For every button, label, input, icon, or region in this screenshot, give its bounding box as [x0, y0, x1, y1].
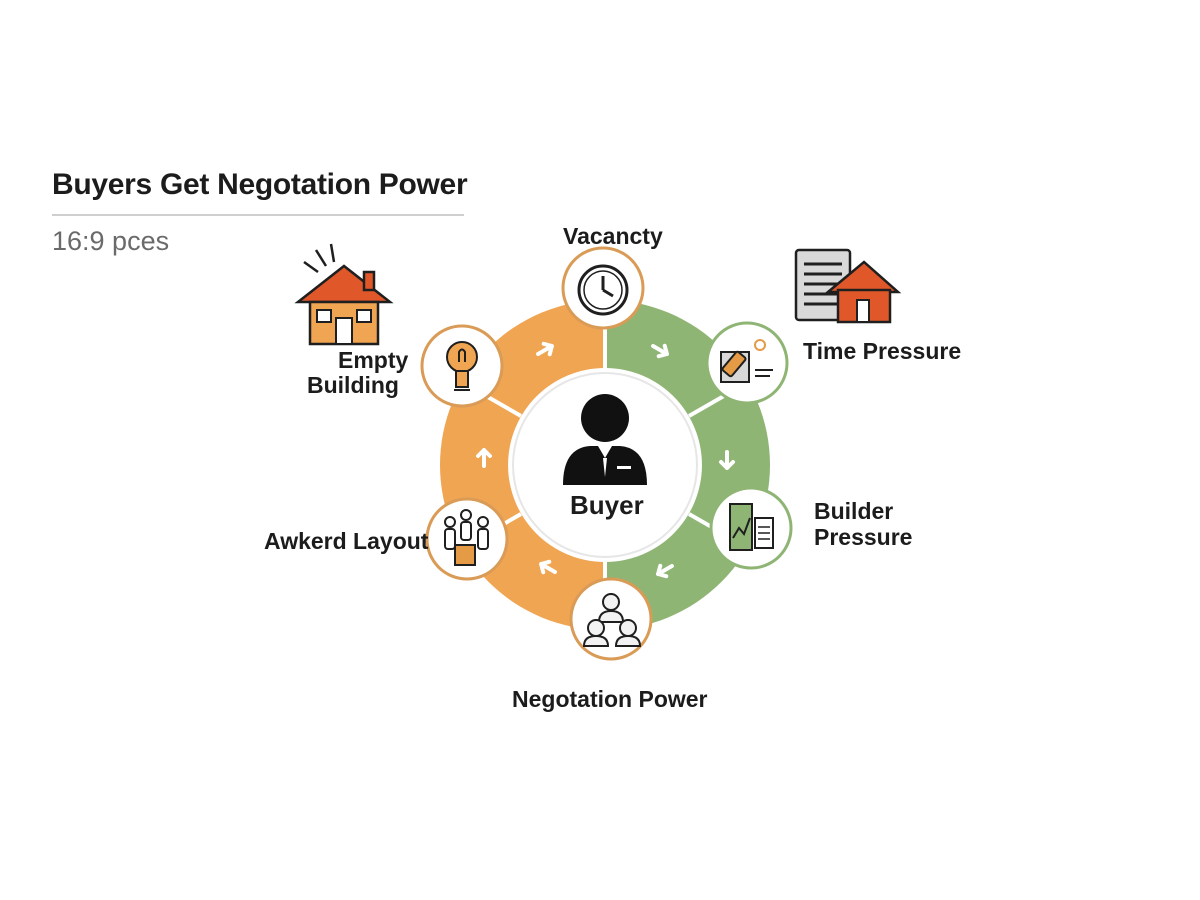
- chart-document-icon: [729, 503, 774, 551]
- node-builder-pressure: [709, 486, 793, 570]
- people-group-icon: [582, 593, 642, 647]
- label-awkward-layout: Awkerd Layout: [264, 528, 429, 554]
- buyer-icon: [563, 394, 647, 485]
- arrow-icon: [536, 341, 554, 357]
- node-vacancy: [561, 246, 645, 330]
- label-builder-pressure-line2: Pressure: [814, 524, 913, 550]
- label-vacancy: Vacancty: [563, 223, 663, 249]
- node-negotiation-power: [569, 577, 653, 661]
- ring-arrows: [476, 341, 735, 579]
- title-divider: [52, 214, 464, 216]
- people-box-icon: [444, 509, 489, 566]
- node-awkward-layout: [425, 497, 509, 581]
- arrow-icon: [651, 343, 669, 359]
- document-house-icon: [794, 248, 902, 324]
- lightbulb-icon: [446, 341, 478, 391]
- clock-icon: [577, 264, 629, 316]
- house-icon: [294, 243, 394, 346]
- label-empty-building-line2: Building: [307, 372, 399, 398]
- arrow-icon: [539, 559, 557, 575]
- node-empty-building: [420, 324, 504, 408]
- node-time-pressure: [705, 321, 789, 405]
- page-subtitle: 16:9 pces: [52, 226, 170, 256]
- label-negotiation-power: Negotation Power: [512, 686, 708, 712]
- label-builder-pressure-line1: Builder: [814, 498, 894, 524]
- page-title: Buyers Get Negotation Power: [52, 168, 468, 201]
- arrow-icon: [476, 448, 492, 468]
- label-empty-building-line1: Empty: [338, 347, 409, 373]
- center-label-buyer: Buyer: [570, 490, 644, 520]
- arrow-icon: [719, 450, 735, 470]
- label-time-pressure: Time Pressure: [803, 338, 962, 364]
- hammer-icon: [720, 339, 773, 383]
- arrow-icon: [656, 563, 674, 579]
